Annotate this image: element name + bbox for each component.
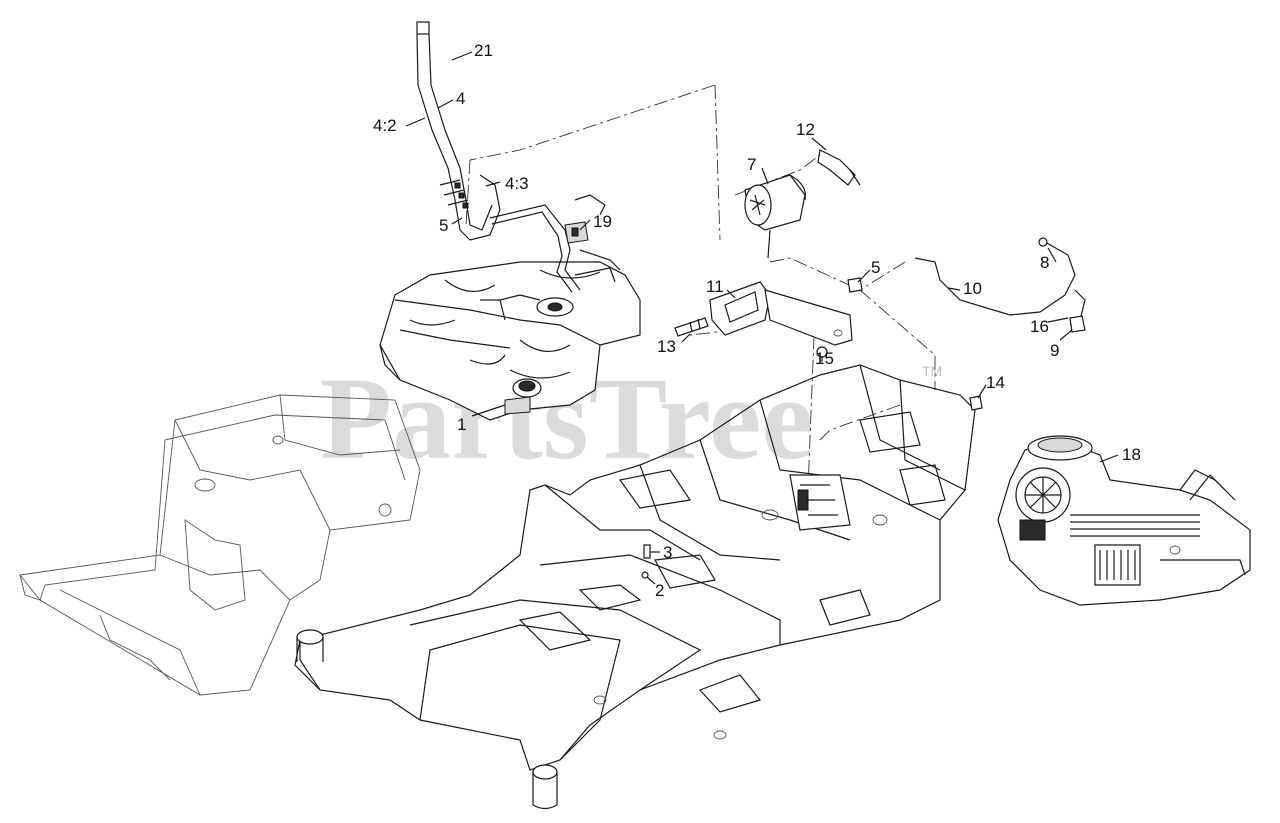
callout-1: 1: [457, 415, 466, 434]
canister-bracket: [709, 281, 853, 346]
fuel-tank: [379, 261, 641, 421]
callout-4: 4: [456, 89, 465, 108]
callout-8: 8: [1040, 253, 1049, 272]
callout-19: 19: [593, 212, 612, 231]
callout-10: 10: [963, 279, 982, 298]
callout-4-3: 4:3: [505, 174, 529, 193]
left-frame: [19, 394, 421, 696]
callout-18: 18: [1122, 445, 1141, 464]
assembly-guide-lines: [465, 84, 936, 491]
callout-15: 15: [815, 349, 834, 368]
callout-2: 2: [655, 581, 664, 600]
callout-3: 3: [663, 543, 672, 562]
callout-21: 21: [474, 41, 493, 60]
leader-lines: [405, 51, 1119, 585]
engine: [997, 435, 1251, 606]
callout-5-bracket: 5: [871, 258, 880, 277]
callout-11: 11: [706, 277, 724, 296]
callout-13: 13: [657, 337, 676, 356]
callout-5-filler: 5: [439, 216, 448, 235]
callout-4-2: 4:2: [373, 116, 397, 135]
canister-clamp: [817, 149, 861, 186]
callout-9: 9: [1050, 341, 1059, 360]
filler-neck: [416, 21, 501, 241]
watermark-trademark: TM: [922, 363, 942, 379]
carbon-canister: [744, 174, 807, 259]
fuel-line: [914, 237, 1086, 333]
main-frame: [294, 364, 976, 810]
callouts: 21 4 4:2 4:3 5 19 12 7 5 8 10 11 16 9 13…: [373, 41, 1141, 600]
callout-14: 14: [986, 373, 1005, 392]
callout-7: 7: [747, 155, 756, 174]
hardware: [674, 277, 983, 411]
callout-16: 16: [1030, 317, 1049, 336]
callout-12: 12: [796, 120, 815, 139]
small-fasteners: [641, 544, 651, 579]
